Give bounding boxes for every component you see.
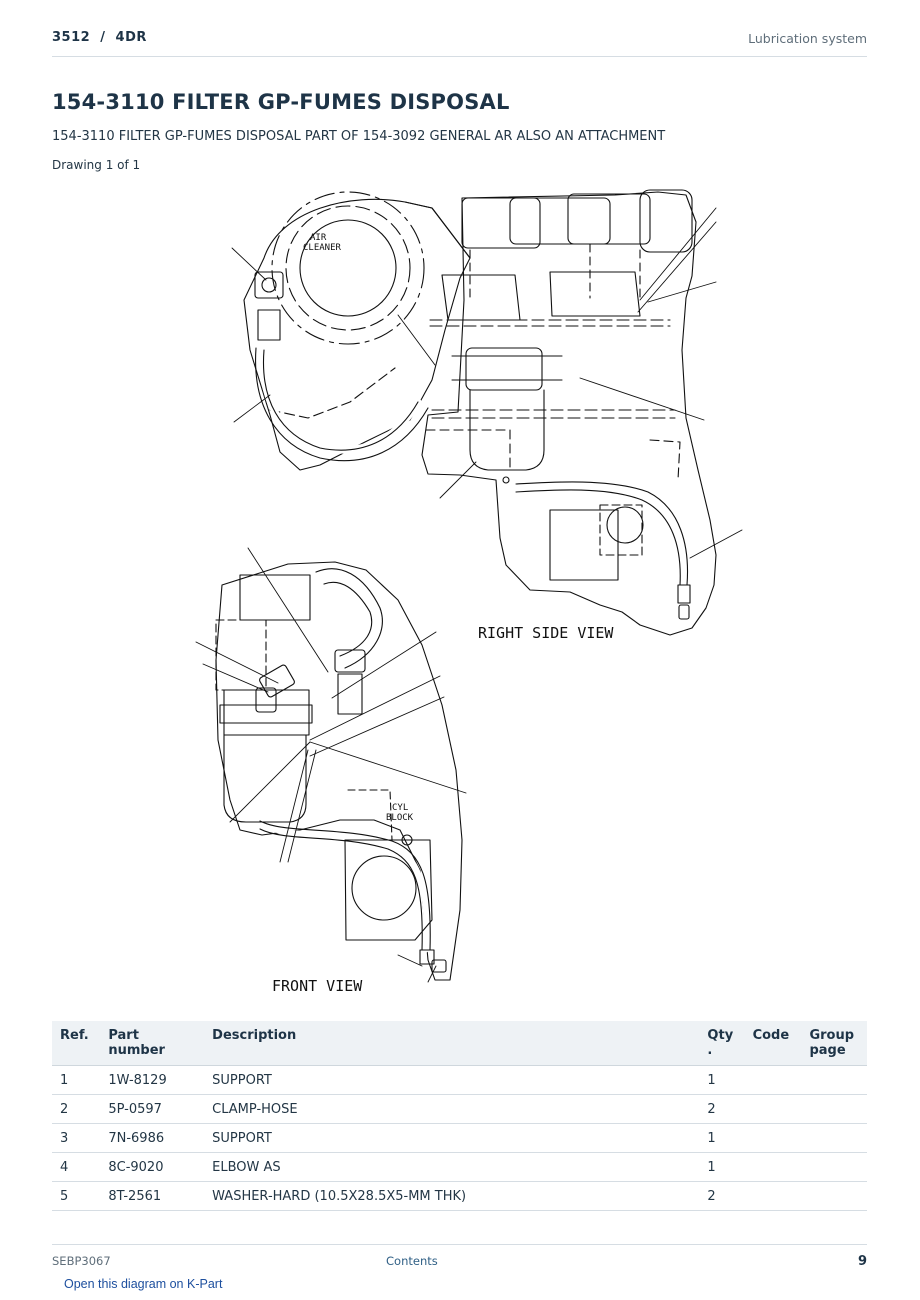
drawing-label: Drawing 1 of 1 — [52, 158, 141, 172]
cell-description: CLAMP-HOSE — [204, 1094, 700, 1124]
header-code: Code — [744, 1021, 802, 1066]
cell-part-number: 1W-8129 — [100, 1065, 205, 1095]
cell-qty: 1 — [699, 1123, 745, 1153]
table-row: 4 8C-9020 ELBOW AS 1 — [52, 1152, 867, 1182]
cyl-label: CYL — [392, 803, 408, 813]
header-group-page: Group page — [801, 1021, 867, 1066]
table-header-row: Ref. Part number Description Qty . Code … — [52, 1021, 867, 1066]
table-row: 3 7N-6986 SUPPORT 1 — [52, 1123, 867, 1153]
right-side-view-drawing: AIR CLEANER RIGHT SIDE VIEW — [231, 189, 743, 642]
page-header: 3512 / 4DR Lubrication system — [52, 28, 867, 57]
cell-ref: 5 — [52, 1181, 101, 1211]
cell-description: WASHER-HARD (10.5X28.5X5-MM THK) — [204, 1181, 700, 1211]
parts-diagram: AIR CLEANER RIGHT SIDE VIEW — [170, 180, 750, 1000]
open-in-kpart-link[interactable]: Open this diagram on K-Part — [64, 1277, 223, 1291]
page-subtitle: 154-3110 FILTER GP-FUMES DISPOSAL PART O… — [52, 129, 666, 144]
front-view-drawing: CYL BLOCK FRONT VIEW — [195, 547, 467, 995]
document-id: SEBP3067 — [52, 1254, 111, 1268]
cell-group-page — [801, 1123, 867, 1153]
block-label: BLOCK — [386, 813, 414, 823]
cell-qty: 1 — [699, 1152, 745, 1182]
right-side-view-label: RIGHT SIDE VIEW — [478, 624, 614, 642]
cell-ref: 3 — [52, 1123, 101, 1153]
section-label: Lubrication system — [748, 31, 867, 46]
cell-description: SUPPORT — [204, 1123, 700, 1153]
cell-group-page — [801, 1065, 867, 1095]
header-qty: Qty . — [699, 1021, 745, 1066]
air-label: AIR — [310, 233, 327, 243]
cell-code — [744, 1123, 802, 1153]
cell-code — [744, 1094, 802, 1124]
cell-part-number: 8C-9020 — [100, 1152, 205, 1182]
front-view-label: FRONT VIEW — [272, 977, 363, 995]
page-footer: SEBP3067 Contents 9 — [52, 1244, 867, 1275]
cleaner-label: CLEANER — [303, 243, 342, 253]
parts-table: Ref. Part number Description Qty . Code … — [52, 1021, 867, 1211]
table-row: 2 5P-0597 CLAMP-HOSE 2 — [52, 1094, 867, 1124]
cell-ref: 4 — [52, 1152, 101, 1182]
header-part-number: Part number — [100, 1021, 205, 1066]
cell-group-page — [801, 1094, 867, 1124]
page-title: 154-3110 FILTER GP-FUMES DISPOSAL — [52, 90, 510, 114]
model-label: 3512 / 4DR — [52, 30, 147, 45]
cell-qty: 1 — [699, 1065, 745, 1095]
table-row: 5 8T-2561 WASHER-HARD (10.5X28.5X5-MM TH… — [52, 1181, 867, 1211]
header-description: Description — [204, 1021, 700, 1066]
cell-code — [744, 1152, 802, 1182]
table-row: 1 1W-8129 SUPPORT 1 — [52, 1065, 867, 1095]
cell-qty: 2 — [699, 1181, 745, 1211]
cell-qty: 2 — [699, 1094, 745, 1124]
cell-group-page — [801, 1181, 867, 1211]
cell-ref: 1 — [52, 1065, 101, 1095]
page-number: 9 — [857, 1254, 867, 1269]
cell-ref: 2 — [52, 1094, 101, 1124]
cell-part-number: 5P-0597 — [100, 1094, 205, 1124]
contents-link[interactable]: Contents — [386, 1254, 438, 1268]
cell-group-page — [801, 1152, 867, 1182]
cell-code — [744, 1065, 802, 1095]
cell-description: ELBOW AS — [204, 1152, 700, 1182]
cell-code — [744, 1181, 802, 1211]
cell-part-number: 8T-2561 — [100, 1181, 205, 1211]
cell-part-number: 7N-6986 — [100, 1123, 205, 1153]
header-ref: Ref. — [52, 1021, 101, 1066]
cell-description: SUPPORT — [204, 1065, 700, 1095]
